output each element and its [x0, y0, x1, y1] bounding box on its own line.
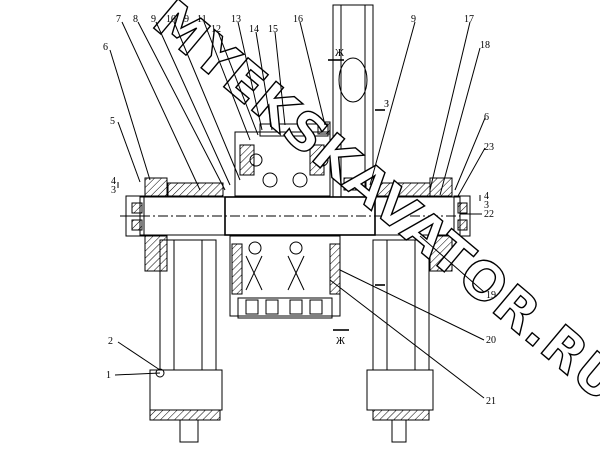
label-16: 16 [293, 14, 303, 25]
label-3-left: 3 [111, 185, 116, 196]
label-18: 18 [480, 40, 490, 51]
label-1: 1 [106, 370, 111, 381]
section-zh-top: Ж [335, 48, 344, 59]
upper-housing [167, 121, 431, 197]
label-14: 14 [249, 24, 259, 35]
label-13: 13 [231, 14, 241, 25]
label-12: 12 [211, 24, 221, 35]
label-5: 5 [110, 116, 115, 127]
section-markers: Ж З Ж [117, 48, 481, 347]
watermark: MYEKSKAVATOR.RU [142, 0, 600, 414]
label-20: 20 [486, 335, 496, 346]
label-10: 10 [166, 14, 176, 25]
sprocket-chain [332, 4, 374, 198]
label-23: 23 [484, 142, 494, 153]
label-4-left: 4 [111, 176, 116, 187]
label-15: 15 [268, 24, 278, 35]
section-zh-bottom: Ж [336, 336, 345, 347]
right-end-cap [429, 177, 471, 272]
label-6-right: 6 [484, 112, 489, 123]
label-6-left: 6 [103, 42, 108, 53]
left-lever-arm [149, 239, 223, 443]
part-number-labels: 1 2 3 4 5 6 7 8 9 10 9 11 12 13 14 15 16… [103, 14, 496, 407]
right-lever-arm [366, 239, 434, 443]
label-8: 8 [133, 14, 138, 25]
label-4-right: 4 [484, 191, 489, 202]
label-9-c: 9 [411, 14, 416, 25]
label-2: 2 [108, 336, 113, 347]
label-7: 7 [116, 14, 121, 25]
lower-bearing-block [229, 235, 341, 319]
section-z-top: З [384, 99, 389, 110]
label-9-a: 9 [151, 14, 156, 25]
left-end-cap [120, 177, 168, 272]
label-21: 21 [486, 396, 496, 407]
label-9-b: 9 [184, 14, 189, 25]
label-3-right: 3 [484, 200, 489, 211]
label-11: 11 [197, 14, 207, 25]
label-17: 17 [464, 14, 474, 25]
label-22: 22 [484, 209, 494, 220]
label-19: 19 [486, 290, 496, 301]
